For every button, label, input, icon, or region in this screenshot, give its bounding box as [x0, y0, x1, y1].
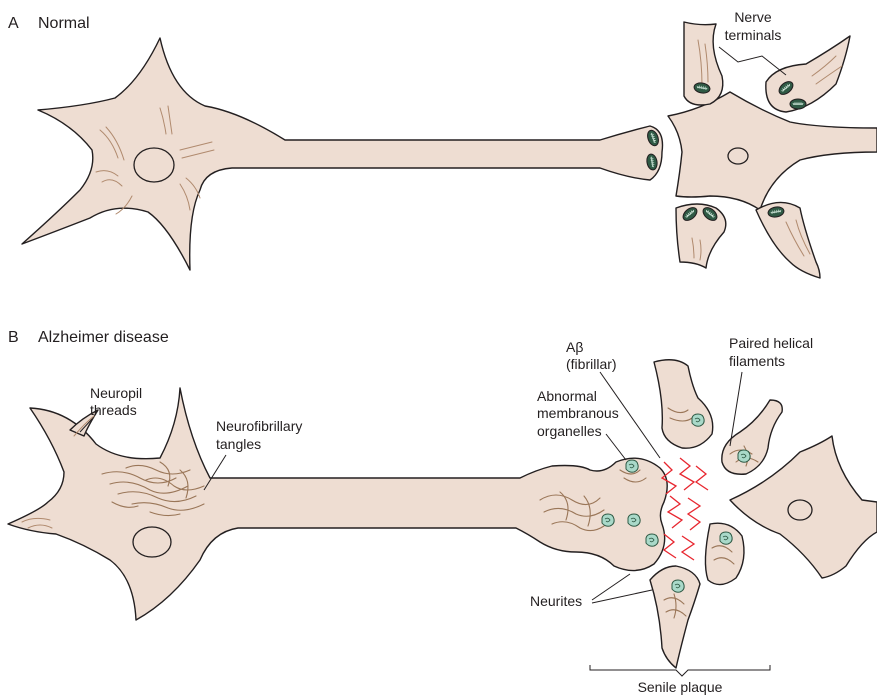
nerve-terminals-leader	[719, 47, 786, 75]
label-abnormal-organelles: Abnormal	[537, 388, 597, 404]
normal-nucleus	[134, 148, 174, 182]
abnormal-organelle	[602, 514, 614, 526]
label-neurofibrillary-tangles-2: tangles	[216, 436, 261, 452]
postsynaptic-nucleus	[728, 148, 748, 164]
label-neurofibrillary-tangles: Neurofibrillary	[216, 418, 302, 434]
nerve-terminal	[756, 202, 820, 278]
amyloid-beta-fibrils	[662, 458, 708, 560]
label-neuropil-threads: Neuropil	[90, 385, 142, 401]
amo-leader	[606, 434, 626, 460]
panel-b-letter: B	[8, 329, 19, 346]
label-abeta: Aβ	[566, 339, 583, 355]
panel-b-title: Alzheimer disease	[38, 329, 169, 346]
diseased-postsynaptic-nucleus	[788, 500, 812, 520]
nerve-terminal	[766, 36, 850, 112]
neurites-leader-2	[592, 590, 652, 603]
panel-b: B Alzheimer disease	[8, 329, 877, 695]
senile-plaque-brace	[590, 665, 770, 676]
abnormal-organelle	[646, 534, 658, 546]
panel-a-title: Normal	[38, 15, 90, 32]
diseased-nucleus	[133, 527, 171, 557]
neurite	[654, 360, 713, 448]
neurite	[722, 400, 782, 474]
label-senile-plaque: Senile plaque	[638, 679, 723, 695]
postsynaptic-neuron	[668, 92, 877, 210]
panel-a: A Normal	[8, 9, 877, 278]
label-abnormal-organelles-2: membranous	[537, 405, 619, 421]
abnormal-organelle	[628, 514, 640, 526]
label-abnormal-organelles-3: organelles	[537, 423, 602, 439]
label-nerve-terminals: Nerve	[734, 9, 772, 25]
label-paired-helical-filaments: Paired helical	[729, 335, 813, 351]
normal-neuron	[22, 38, 663, 270]
abnormal-organelle	[626, 460, 638, 472]
normal-neuron-body	[22, 38, 663, 270]
label-neurites: Neurites	[530, 593, 582, 609]
label-abeta-2: (fibrillar)	[566, 356, 617, 372]
label-nerve-terminals-2: terminals	[725, 27, 782, 43]
label-neuropil-threads-2: threads	[90, 402, 137, 418]
label-paired-helical-filaments-2: filaments	[729, 353, 785, 369]
panel-a-letter: A	[8, 15, 19, 32]
